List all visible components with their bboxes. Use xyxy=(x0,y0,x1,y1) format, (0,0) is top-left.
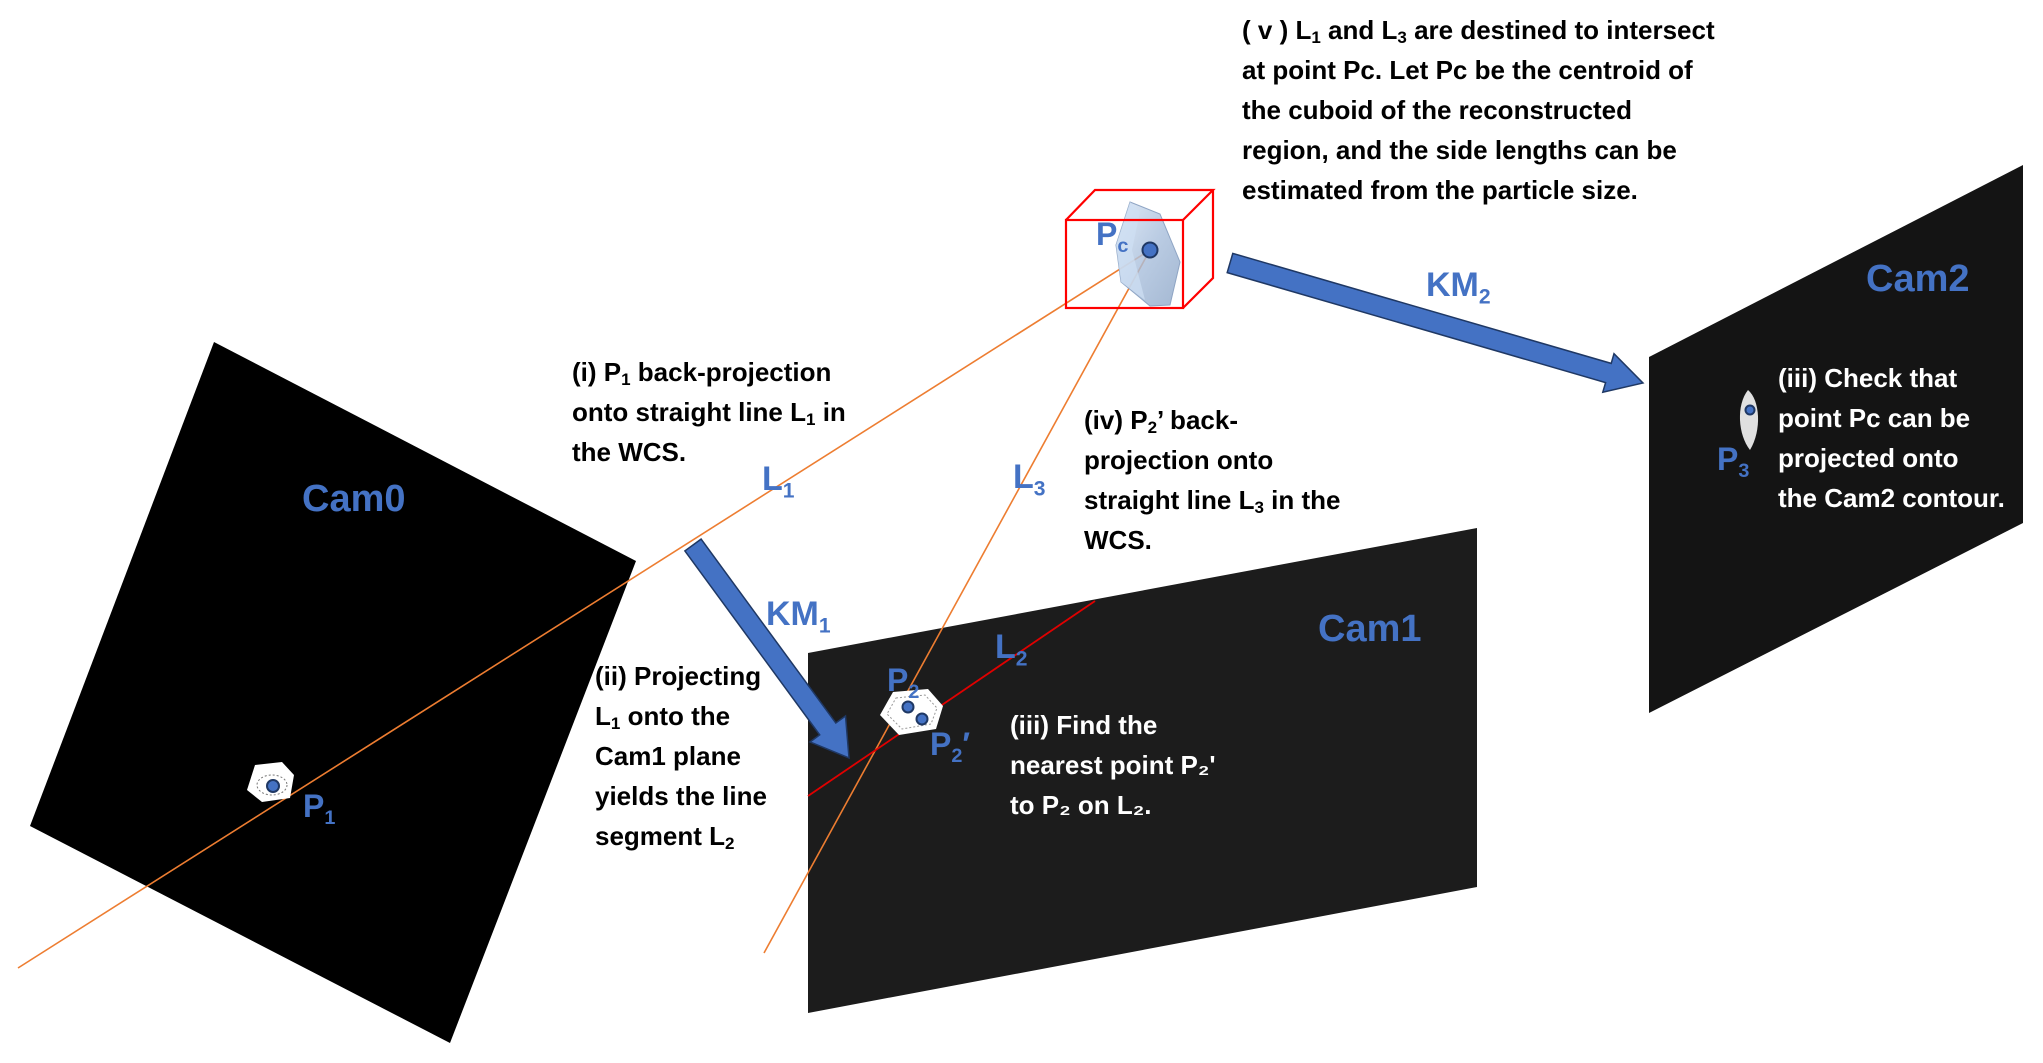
cam2-title: Cam2 xyxy=(1866,258,1970,300)
cam0-title: Cam0 xyxy=(302,478,406,520)
km2-label: KM2 xyxy=(1426,266,1491,309)
p2-prime-label: P2′ xyxy=(930,726,971,767)
particle-p2 xyxy=(880,689,943,735)
step-iii-cam1-text: (iii) Find the nearest point P₂' to P₂ o… xyxy=(1010,710,1216,820)
km1-label: KM1 xyxy=(766,595,831,638)
l3-label: L3 xyxy=(1013,458,1046,501)
point-p1-marker xyxy=(266,779,280,793)
cam1-plane xyxy=(808,528,1477,1013)
step-iv-text: (iv) P2’ back- projection onto straight … xyxy=(1084,405,1341,555)
point-p3-marker xyxy=(1744,404,1756,416)
step-v-text: ( v ) L1 and L3 are destined to intersec… xyxy=(1242,15,1715,205)
step-iii-cam2-text: (iii) Check that point Pc can be project… xyxy=(1778,363,2005,513)
p1-label: P1 xyxy=(303,788,336,829)
l2-label: L2 xyxy=(995,628,1028,671)
particle-p3 xyxy=(1739,390,1759,450)
km2-arrow[interactable] xyxy=(1226,252,1645,394)
ray-l1 xyxy=(17,249,1151,969)
point-pc-marker xyxy=(1141,241,1159,259)
p3-label: P3 xyxy=(1717,441,1750,482)
step-ii-text: (ii) Projecting L1 onto the Cam1 plane y… xyxy=(595,661,767,853)
point-p2-marker xyxy=(901,700,915,714)
projected-line-l2 xyxy=(807,600,1096,797)
cam1-title: Cam1 xyxy=(1318,608,1422,650)
cam0-plane xyxy=(30,342,636,1043)
ray-l3 xyxy=(763,249,1151,954)
cam2-plane xyxy=(1649,165,2023,713)
p2-label: P2 xyxy=(887,662,920,703)
step-i-text: (i) P1 back-projection onto straight lin… xyxy=(572,357,846,467)
cuboid xyxy=(1064,188,1216,310)
point-p2-prime-marker xyxy=(915,712,929,726)
km1-arrow[interactable] xyxy=(683,538,850,760)
l1-label: L1 xyxy=(762,460,795,503)
particle-p1 xyxy=(247,762,294,802)
pc-label: Pc xyxy=(1096,216,1129,257)
